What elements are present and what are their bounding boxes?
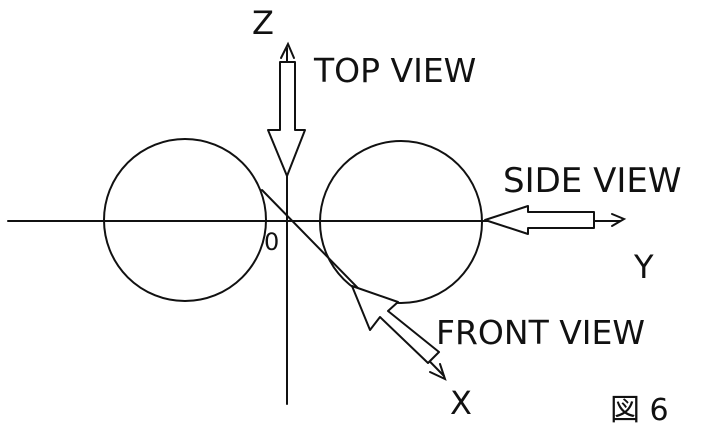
- z-axis-arrowhead: [280, 41, 295, 59]
- top-view-arrow: [267, 61, 306, 177]
- z-axis-label: Z: [252, 4, 274, 42]
- side-view-arrow: [484, 205, 595, 235]
- y-axis-arrowhead: [611, 213, 627, 227]
- front-view-arrow: [351, 285, 440, 364]
- origin-label: 0: [264, 228, 279, 256]
- side-view-label: SIDE VIEW: [503, 161, 681, 201]
- right-circle: [319, 140, 483, 304]
- y-axis-label: Y: [633, 248, 654, 286]
- x-axis-label: X: [450, 384, 472, 422]
- left-circle: [103, 138, 267, 302]
- front-view-label: FRONT VIEW: [436, 313, 645, 352]
- top-view-label: TOP VIEW: [313, 51, 476, 90]
- figure-number-label: 図 6: [610, 393, 669, 423]
- x-axis-arrowhead: [429, 363, 447, 381]
